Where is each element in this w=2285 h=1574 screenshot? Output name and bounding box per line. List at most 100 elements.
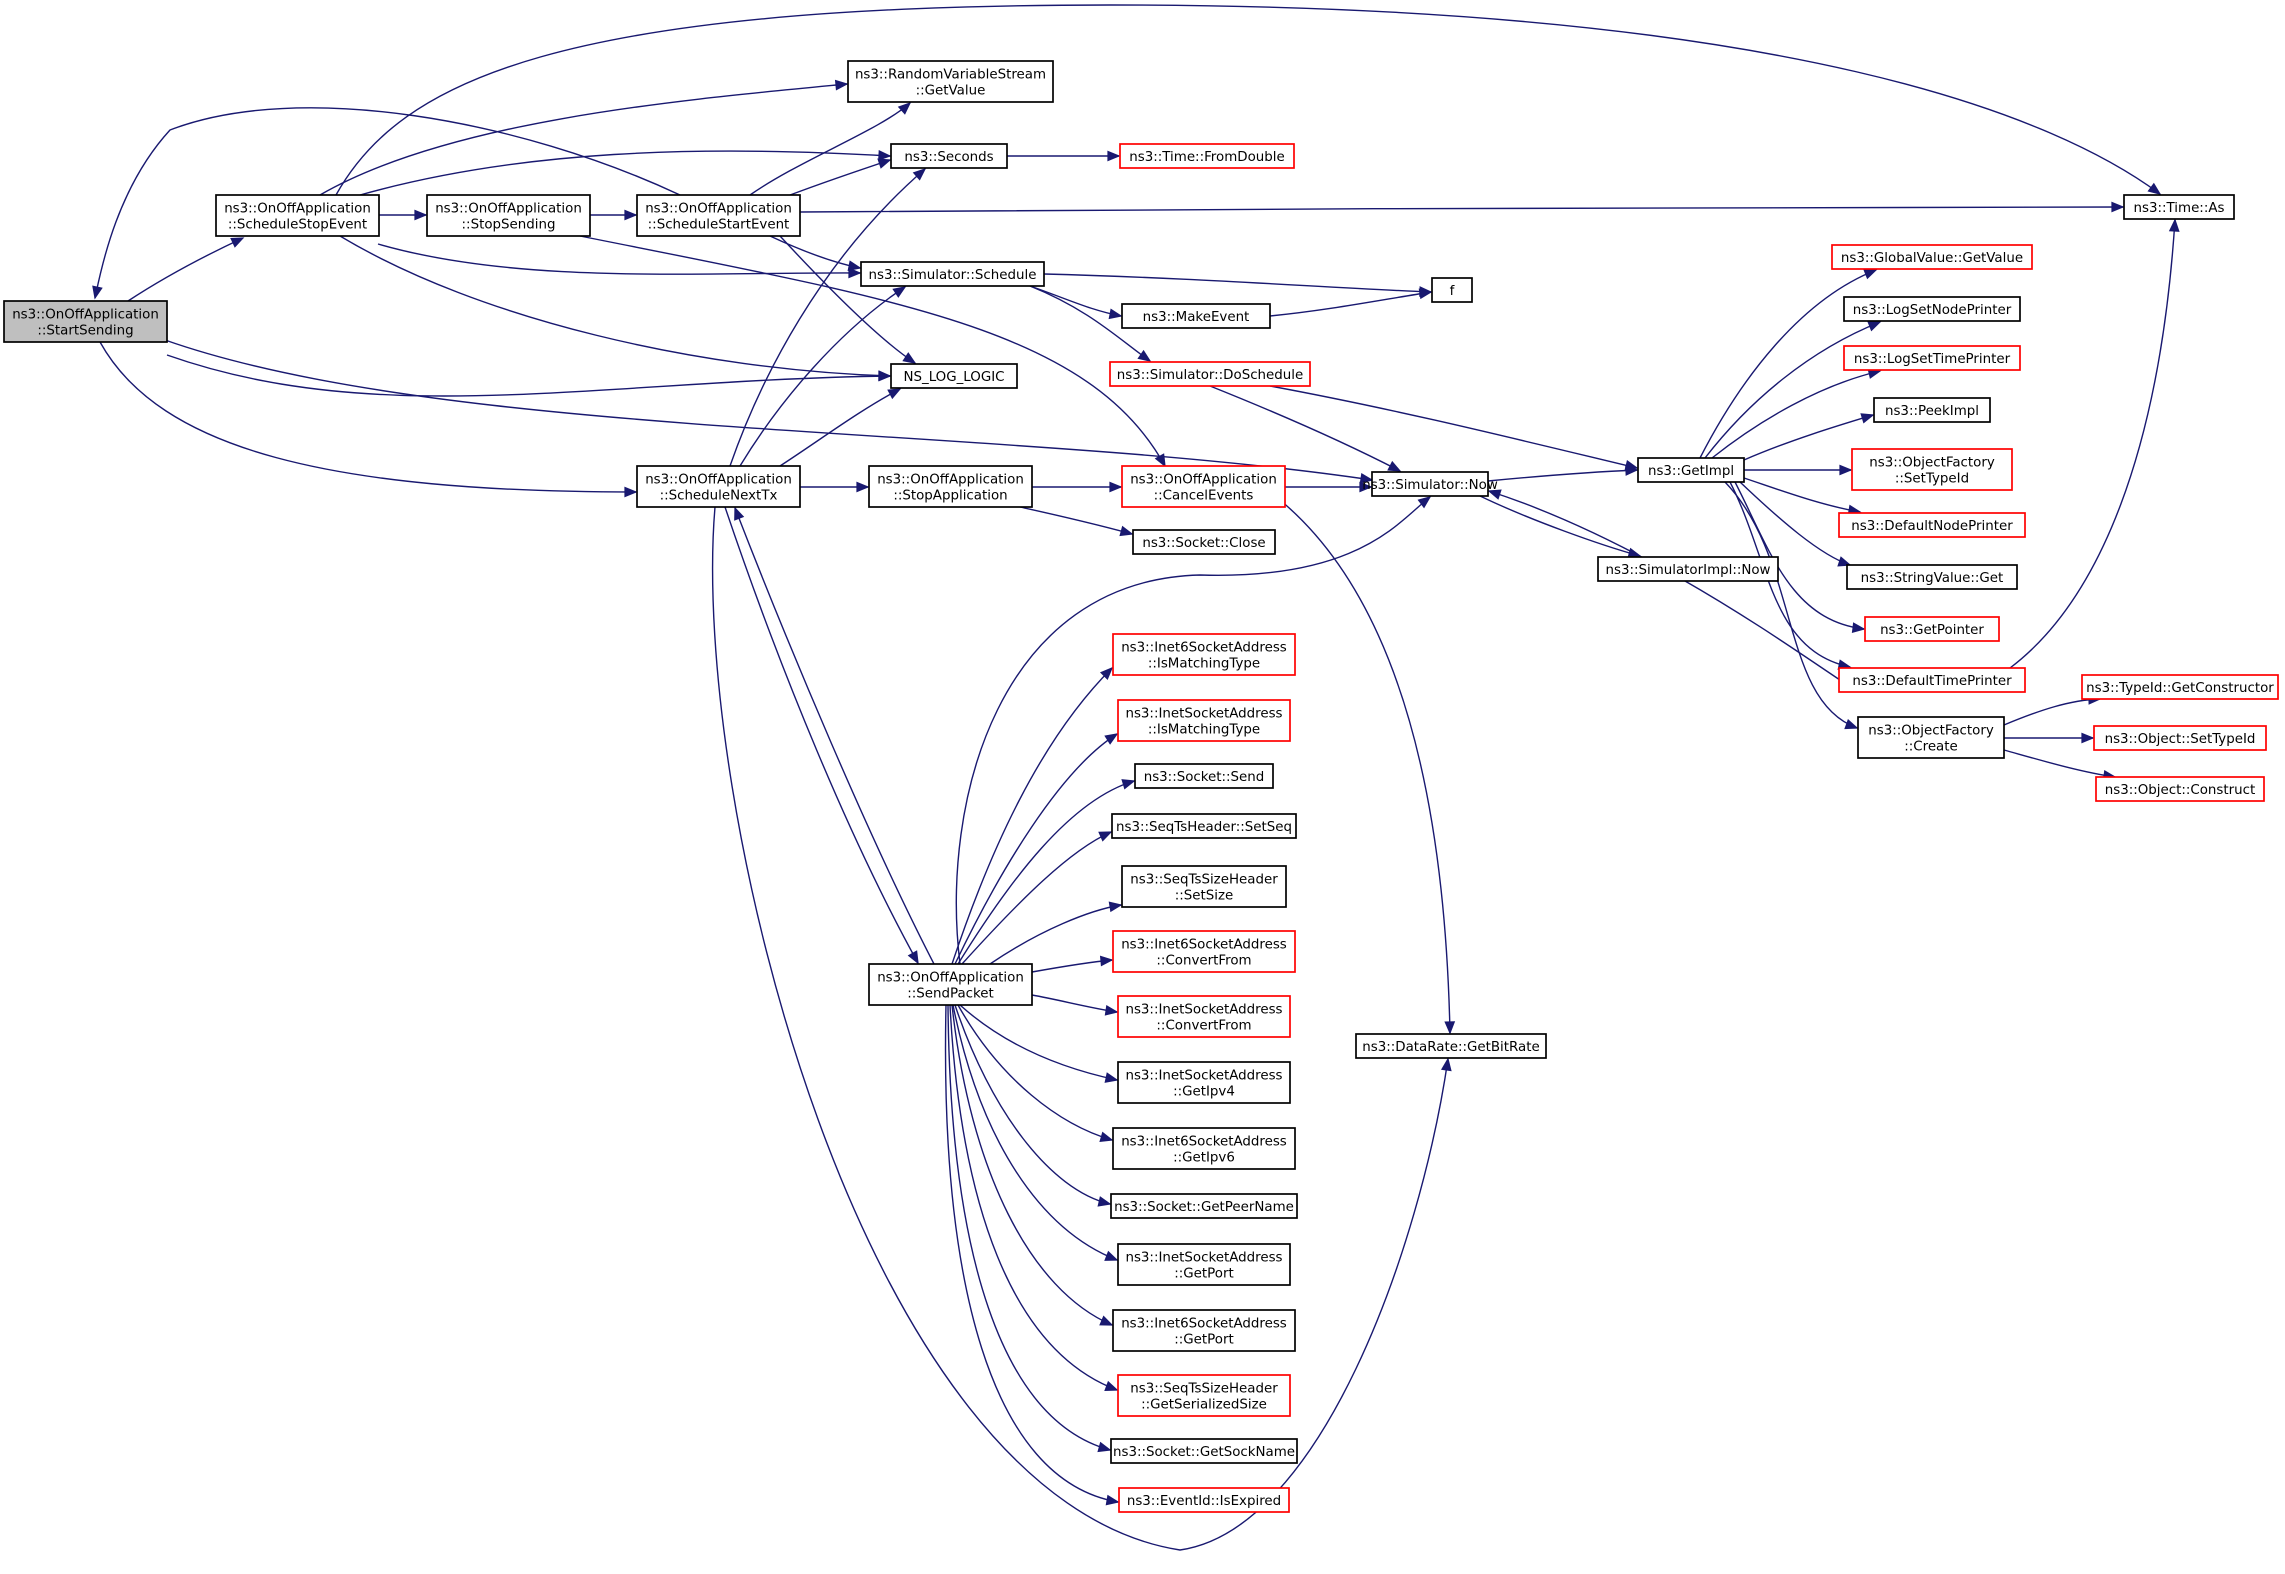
function-node-n19[interactable]: ns3::DataRate::GetBitRate (1355, 1033, 1547, 1059)
node-label-line: ns3::MakeEvent (1143, 310, 1250, 325)
function-node-n39[interactable]: ns3::SeqTsSizeHeader::SetSize (1121, 865, 1287, 908)
arrowhead-icon (1359, 481, 1373, 493)
call-edge-n0-to-n10 (164, 339, 1374, 484)
function-node-n3[interactable]: ns3::Time::As (2123, 194, 2235, 220)
call-edge-n20-to-n27 (1743, 477, 1862, 516)
arrowhead-icon (1487, 489, 1502, 500)
node-label-line: ns3::InetSocketAddress (1125, 1251, 1282, 1266)
function-node-n18[interactable]: ns3::OnOffApplication::SendPacket (868, 963, 1033, 1006)
call-edge-n18-to-n42 (959, 1004, 1119, 1083)
function-node-n38[interactable]: ns3::SeqTsHeader::SetSeq (1111, 813, 1297, 839)
node-box (890, 363, 1018, 389)
node-label-line: ::StopApplication (893, 489, 1007, 504)
function-node-n22[interactable]: ns3::GlobalValue::GetValue (1831, 244, 2033, 270)
function-node-n14[interactable]: ns3::Simulator::DoSchedule (1109, 361, 1311, 387)
call-edge-n18-to-n35 (951, 666, 1114, 965)
arrowhead-icon (1863, 269, 1878, 280)
function-node-n12[interactable]: f (1431, 277, 1473, 303)
function-node-n27[interactable]: ns3::DefaultNodePrinter (1838, 512, 2026, 538)
node-box (1873, 397, 1991, 423)
node-box (1112, 1309, 1296, 1352)
function-node-n13[interactable]: ns3::MakeEvent (1121, 303, 1271, 329)
node-box (1121, 865, 1287, 908)
node-box (1857, 716, 2005, 759)
call-edges (92, 4, 2180, 1551)
function-node-n1[interactable]: ns3::OnOffApplication::ScheduleStopEvent (215, 194, 380, 237)
node-box (1843, 296, 2021, 322)
function-node-n47[interactable]: ns3::SeqTsSizeHeader::GetSerializedSize (1117, 1374, 1291, 1417)
arrowhead-icon (847, 260, 862, 272)
arrowhead-icon (1154, 453, 1166, 468)
function-node-n28[interactable]: ns3::StringValue::Get (1846, 564, 2018, 590)
node-label-line: ::GetIpv6 (1173, 1151, 1235, 1166)
function-node-n9[interactable]: NS_LOG_LOGIC (890, 363, 1018, 389)
function-node-n15[interactable]: ns3::OnOffApplication::StopApplication (868, 465, 1033, 508)
call-edge-n5-to-n11 (1006, 150, 1121, 162)
node-box (1371, 471, 1489, 497)
arrowhead-icon (897, 101, 912, 115)
call-edge-n15-to-n17 (1019, 506, 1134, 537)
call-edge-n7-to-n0 (92, 107, 681, 300)
function-node-n31[interactable]: ns3::ObjectFactory::Create (1857, 716, 2005, 759)
function-node-n21[interactable]: ns3::SimulatorImpl::Now (1597, 556, 1779, 582)
arrowhead-icon (902, 352, 917, 364)
call-edge-n18-to-n41 (1031, 994, 1119, 1016)
function-node-n17[interactable]: ns3::Socket::Close (1132, 529, 1276, 555)
node-label-line: ns3::EventId::IsExpired (1127, 1494, 1281, 1509)
node-box (1118, 1487, 1290, 1513)
node-label-line: ns3::Time::FromDouble (1129, 150, 1284, 165)
node-box (426, 194, 591, 237)
function-node-n7[interactable]: ns3::OnOffApplication::ScheduleStartEven… (636, 194, 801, 237)
function-node-n20[interactable]: ns3::GetImpl (1637, 457, 1745, 483)
node-label-line: ns3::OnOffApplication (12, 308, 159, 323)
function-node-n16[interactable]: ns3::OnOffApplication::CancelEvents (1121, 465, 1286, 508)
function-node-n34[interactable]: ns3::Object::Construct (2095, 776, 2265, 802)
arrowhead-icon (1387, 460, 1402, 472)
node-box (1109, 361, 1311, 387)
function-node-n30[interactable]: ns3::DefaultTimePrinter (1838, 667, 2026, 693)
function-node-n49[interactable]: ns3::EventId::IsExpired (1118, 1487, 1290, 1513)
function-node-n25[interactable]: ns3::PeekImpl (1873, 397, 1991, 423)
function-node-n8[interactable]: ns3::Simulator::Schedule (860, 261, 1045, 287)
function-node-n24[interactable]: ns3::LogSetTimePrinter (1843, 345, 2021, 371)
function-node-n6[interactable]: ns3::OnOffApplication::StopSending (426, 194, 591, 237)
node-label-line: ns3::InetSocketAddress (1125, 1069, 1282, 1084)
arrowhead-icon (2168, 218, 2180, 232)
function-node-n32[interactable]: ns3::TypeId::GetConstructor (2081, 674, 2279, 700)
node-label-line: ::GetSerializedSize (1141, 1398, 1267, 1413)
function-node-n5[interactable]: ns3::Seconds (890, 143, 1008, 169)
node-label-line: ::CancelEvents (1154, 489, 1254, 504)
call-edge-n20-to-n22 (1699, 269, 1878, 459)
function-node-n2[interactable]: ns3::OnOffApplication::ScheduleNextTx (636, 465, 801, 508)
function-node-n36[interactable]: ns3::InetSocketAddress::IsMatchingType (1117, 699, 1291, 742)
function-node-n44[interactable]: ns3::Socket::GetPeerName (1110, 1193, 1298, 1219)
function-node-n35[interactable]: ns3::Inet6SocketAddress::IsMatchingType (1112, 633, 1296, 676)
function-node-n46[interactable]: ns3::Inet6SocketAddress::GetPort (1112, 1309, 1296, 1352)
function-node-n48[interactable]: ns3::Socket::GetSockName (1110, 1438, 1298, 1464)
function-node-n26[interactable]: ns3::ObjectFactory::SetTypeId (1851, 448, 2013, 491)
function-node-n40[interactable]: ns3::Inet6SocketAddress::ConvertFrom (1112, 930, 1296, 973)
node-box (1112, 633, 1296, 676)
function-node-n41[interactable]: ns3::InetSocketAddress::ConvertFrom (1117, 995, 1291, 1038)
function-node-n23[interactable]: ns3::LogSetNodePrinter (1843, 296, 2021, 322)
arrowhead-icon (907, 950, 919, 965)
call-edge-n2-to-n19 (711, 506, 1452, 1551)
node-label-line: ns3::Socket::Send (1144, 770, 1265, 785)
function-node-n29[interactable]: ns3::GetPointer (1864, 616, 2000, 642)
call-edge-n18-to-n46 (951, 1004, 1114, 1326)
call-edge-n18-to-n49 (944, 1004, 1120, 1506)
node-box (1132, 529, 1276, 555)
node-box (1838, 667, 2026, 693)
function-node-n10[interactable]: ns3::Simulator::Now (1362, 471, 1498, 497)
function-node-n33[interactable]: ns3::Object::SetTypeId (2093, 725, 2267, 751)
function-node-n42[interactable]: ns3::InetSocketAddress::GetIpv4 (1117, 1061, 1291, 1104)
node-label-line: ns3::Simulator::Now (1362, 478, 1498, 493)
function-node-n37[interactable]: ns3::Socket::Send (1134, 763, 1274, 789)
node-label-line: ns3::OnOffApplication (224, 202, 371, 217)
node-label-line: ::StopSending (462, 218, 556, 233)
function-node-n4[interactable]: ns3::RandomVariableStream::GetValue (847, 60, 1054, 103)
function-node-n45[interactable]: ns3::InetSocketAddress::GetPort (1117, 1243, 1291, 1286)
function-node-n11[interactable]: ns3::Time::FromDouble (1119, 143, 1295, 169)
arrowhead-icon (734, 506, 745, 521)
function-node-n43[interactable]: ns3::Inet6SocketAddress::GetIpv6 (1112, 1127, 1296, 1170)
